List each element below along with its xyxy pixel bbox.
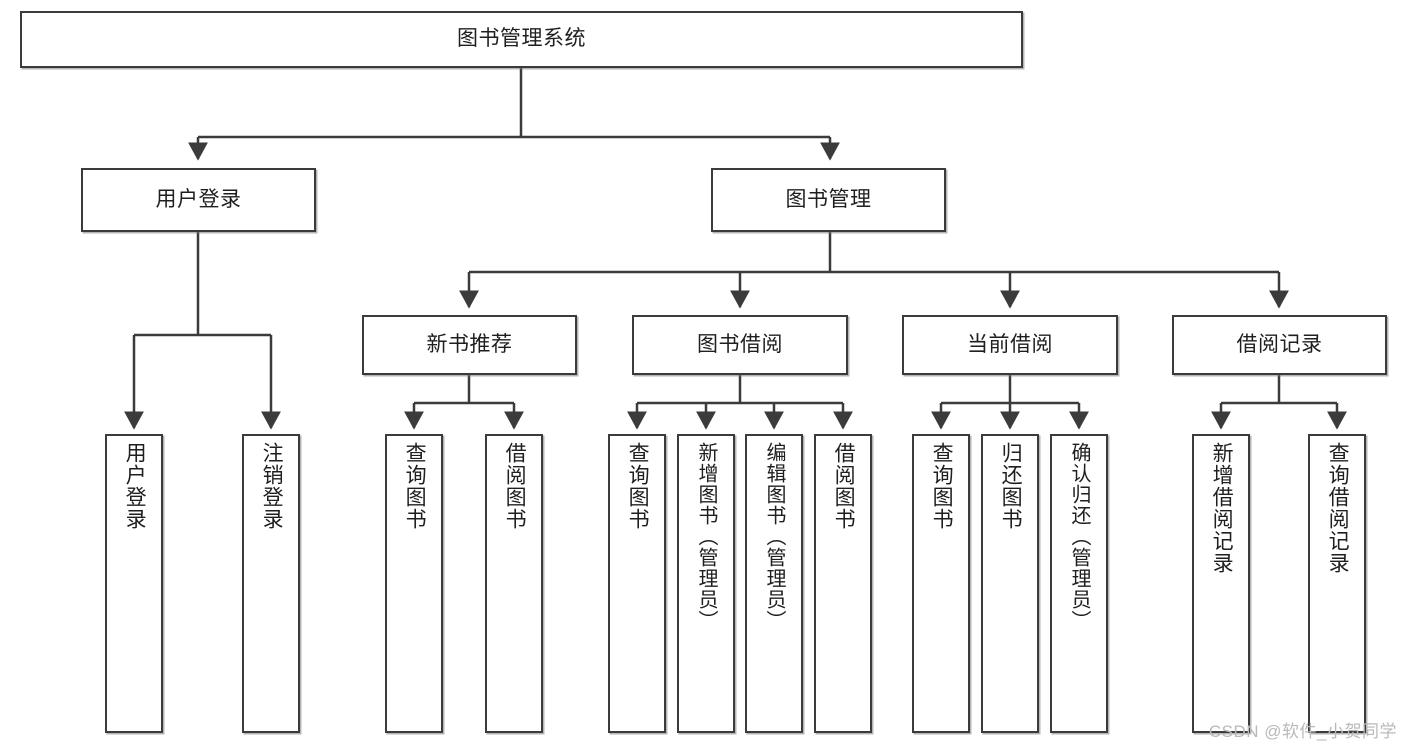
leaf-label: 编辑图书（管理员） [763, 442, 785, 631]
node-new-book-recommend[interactable]: 新书推荐 [362, 315, 577, 375]
leaf-label: 确认归还（管理员） [1068, 442, 1090, 631]
leaf-label: 查询图书 [403, 442, 427, 530]
leaf-label: 借阅图书 [503, 442, 527, 530]
leaf-current-borrow-return-books[interactable]: 归还图书 [981, 434, 1039, 733]
leaf-label: 归还图书 [999, 442, 1023, 530]
node-root-book-management-system[interactable]: 图书管理系统 [20, 11, 1023, 68]
leaf-book-borrow-add-book-admin[interactable]: 新增图书（管理员） [677, 434, 735, 733]
leaf-label: 借阅图书 [832, 442, 856, 530]
leaf-current-borrow-query-books[interactable]: 查询图书 [912, 434, 970, 733]
leaf-new-book-query-books[interactable]: 查询图书 [385, 434, 443, 733]
node-user-login[interactable]: 用户登录 [81, 168, 316, 232]
node-label: 图书管理 [785, 187, 872, 211]
csdn-watermark: CSDN @软件_小贺同学 [1208, 722, 1397, 741]
node-current-borrow[interactable]: 当前借阅 [902, 315, 1118, 375]
node-label: 新书推荐 [426, 332, 513, 356]
node-borrow-record[interactable]: 借阅记录 [1172, 315, 1387, 375]
leaf-book-borrow-borrow-books[interactable]: 借阅图书 [814, 434, 872, 733]
node-label: 当前借阅 [967, 332, 1053, 356]
leaf-new-book-borrow-books[interactable]: 借阅图书 [485, 434, 543, 733]
node-book-borrow[interactable]: 图书借阅 [632, 315, 848, 375]
leaf-user-login-login[interactable]: 用户登录 [105, 434, 163, 733]
node-label: 借阅记录 [1236, 332, 1323, 356]
leaf-label: 用户登录 [123, 442, 147, 530]
leaf-label: 注销登录 [260, 442, 284, 530]
node-label: 图书管理系统 [457, 27, 586, 51]
node-label: 用户登录 [155, 187, 242, 211]
leaf-book-borrow-edit-book-admin[interactable]: 编辑图书（管理员） [745, 434, 803, 733]
leaf-label: 查询图书 [930, 442, 954, 530]
leaf-borrow-record-add-record[interactable]: 新增借阅记录 [1192, 434, 1250, 733]
node-label: 图书借阅 [697, 332, 783, 356]
leaf-current-borrow-confirm-return-admin[interactable]: 确认归还（管理员） [1050, 434, 1108, 733]
leaf-label: 新增借阅记录 [1210, 442, 1234, 574]
leaf-user-login-logout[interactable]: 注销登录 [242, 434, 300, 733]
leaf-book-borrow-query-books[interactable]: 查询图书 [608, 434, 666, 733]
leaf-borrow-record-query-record[interactable]: 查询借阅记录 [1308, 434, 1366, 733]
leaf-label: 查询图书 [626, 442, 650, 530]
node-book-management[interactable]: 图书管理 [711, 168, 946, 232]
leaf-label: 新增图书（管理员） [695, 442, 717, 631]
leaf-label: 查询借阅记录 [1326, 442, 1350, 574]
